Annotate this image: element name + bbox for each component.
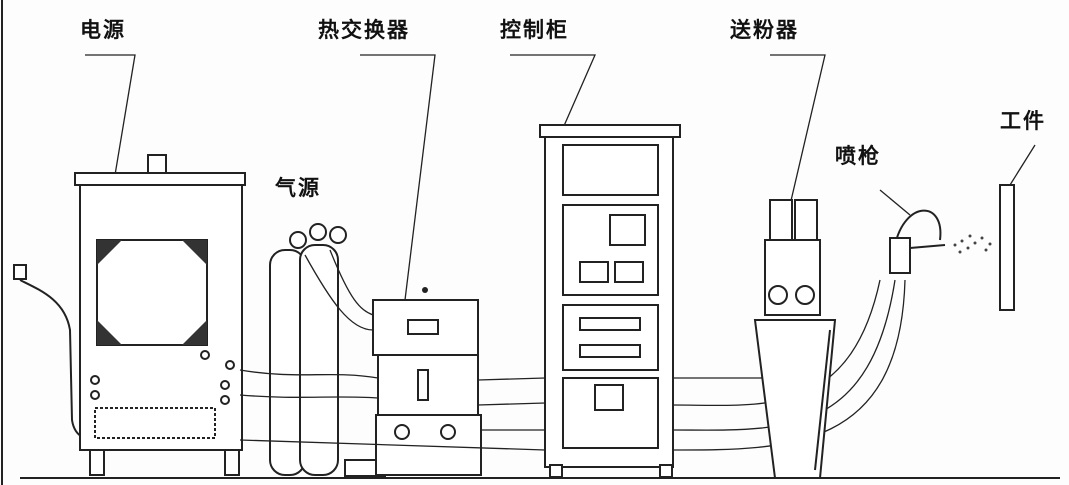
leader-lines xyxy=(85,54,1036,301)
control-cabinet-unit xyxy=(539,124,681,478)
label-gas-source: 气源 xyxy=(275,176,321,200)
label-power-supply: 电源 xyxy=(80,18,126,42)
label-workpiece: 工件 xyxy=(1000,109,1046,133)
label-heat-exchanger: 热交换器 xyxy=(318,18,410,42)
label-control-cabinet: 控制柜 xyxy=(500,18,569,42)
spray-gun-unit xyxy=(814,209,992,471)
label-powder-feeder: 送粉器 xyxy=(730,18,799,42)
workpiece xyxy=(999,184,1015,311)
power-supply-unit xyxy=(74,154,246,476)
gas-cylinders xyxy=(269,223,386,477)
label-spray-gun: 喷枪 xyxy=(835,144,881,168)
powder-feeder-unit xyxy=(753,199,837,479)
